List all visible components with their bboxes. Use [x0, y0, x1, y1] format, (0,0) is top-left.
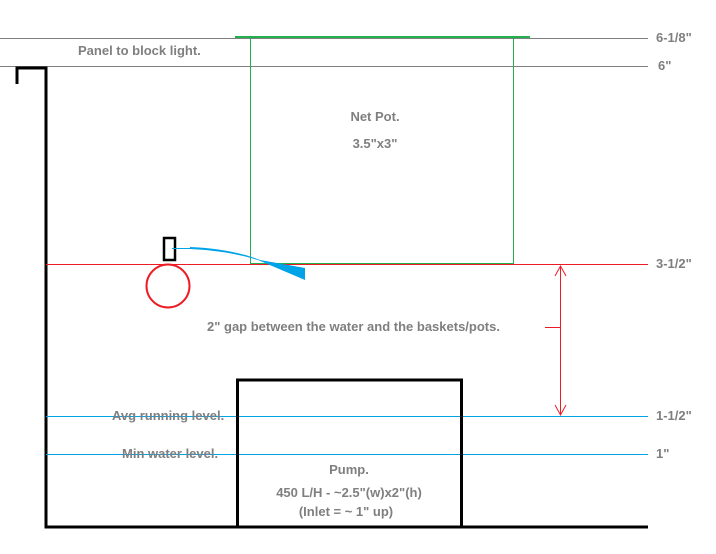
height-min: 1" [656, 446, 670, 461]
gap-label: 2" gap between the water and the baskets… [207, 319, 500, 334]
net-pot-title: Net Pot. [350, 109, 400, 124]
pump-box [236, 378, 463, 529]
panel-label: Panel to block light. [78, 43, 201, 58]
net-pot-box [250, 37, 514, 264]
pump-spec: 450 L/H - ~2.5"(w)x2"(h) [276, 485, 422, 500]
height-basket: 3-1/2" [656, 256, 692, 271]
tank-wall [15, 66, 648, 529]
height-top: 6-1/8" [656, 30, 692, 45]
pump-inlet: (Inlet = ~ 1" up) [298, 504, 394, 519]
red-circle-marker [145, 263, 191, 309]
min-level-label: Min water level. [122, 446, 219, 461]
height-panel: 6" [658, 58, 672, 73]
gap-arrow-head-bottom [554, 404, 567, 417]
gap-arrow-head-top [554, 264, 567, 277]
pump-title: Pump. [329, 462, 369, 477]
net-pot-size: 3.5"x3" [352, 136, 398, 151]
avg-level-label: Avg running level. [112, 408, 225, 423]
height-avg: 1-1/2" [656, 408, 692, 423]
